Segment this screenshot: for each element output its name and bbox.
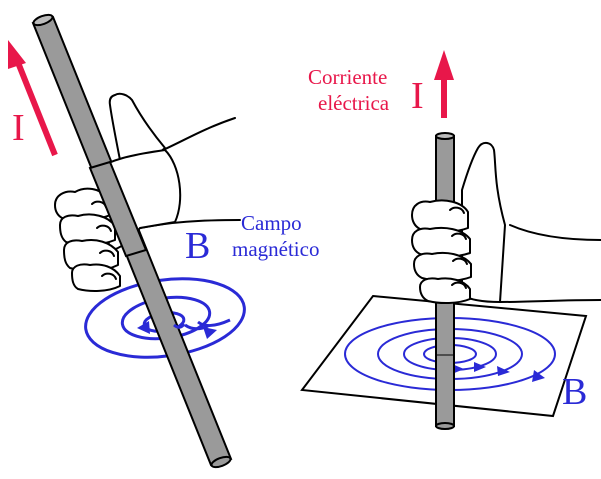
left-current-arrow	[8, 40, 58, 157]
left-figure: I B Campo magnético	[8, 13, 319, 469]
right-field-arrowheads	[452, 362, 545, 382]
left-field-arrowheads	[137, 321, 217, 339]
current-label-line1: Corriente	[308, 65, 387, 89]
right-hand	[411, 142, 601, 305]
field-label-line2: magnético	[232, 237, 319, 261]
left-current-symbol: I	[12, 107, 25, 149]
left-field-symbol: B	[185, 225, 210, 267]
right-figure: Corriente eléctrica I B	[300, 50, 601, 430]
current-label-line2: eléctrica	[318, 91, 390, 115]
right-field-symbol: B	[562, 371, 587, 413]
left-rod-front-segment	[88, 160, 148, 258]
right-current-symbol: I	[411, 75, 424, 117]
field-label-line1: Campo	[241, 211, 302, 235]
left-field-loops-front	[173, 318, 231, 331]
right-current-arrow	[434, 50, 454, 118]
